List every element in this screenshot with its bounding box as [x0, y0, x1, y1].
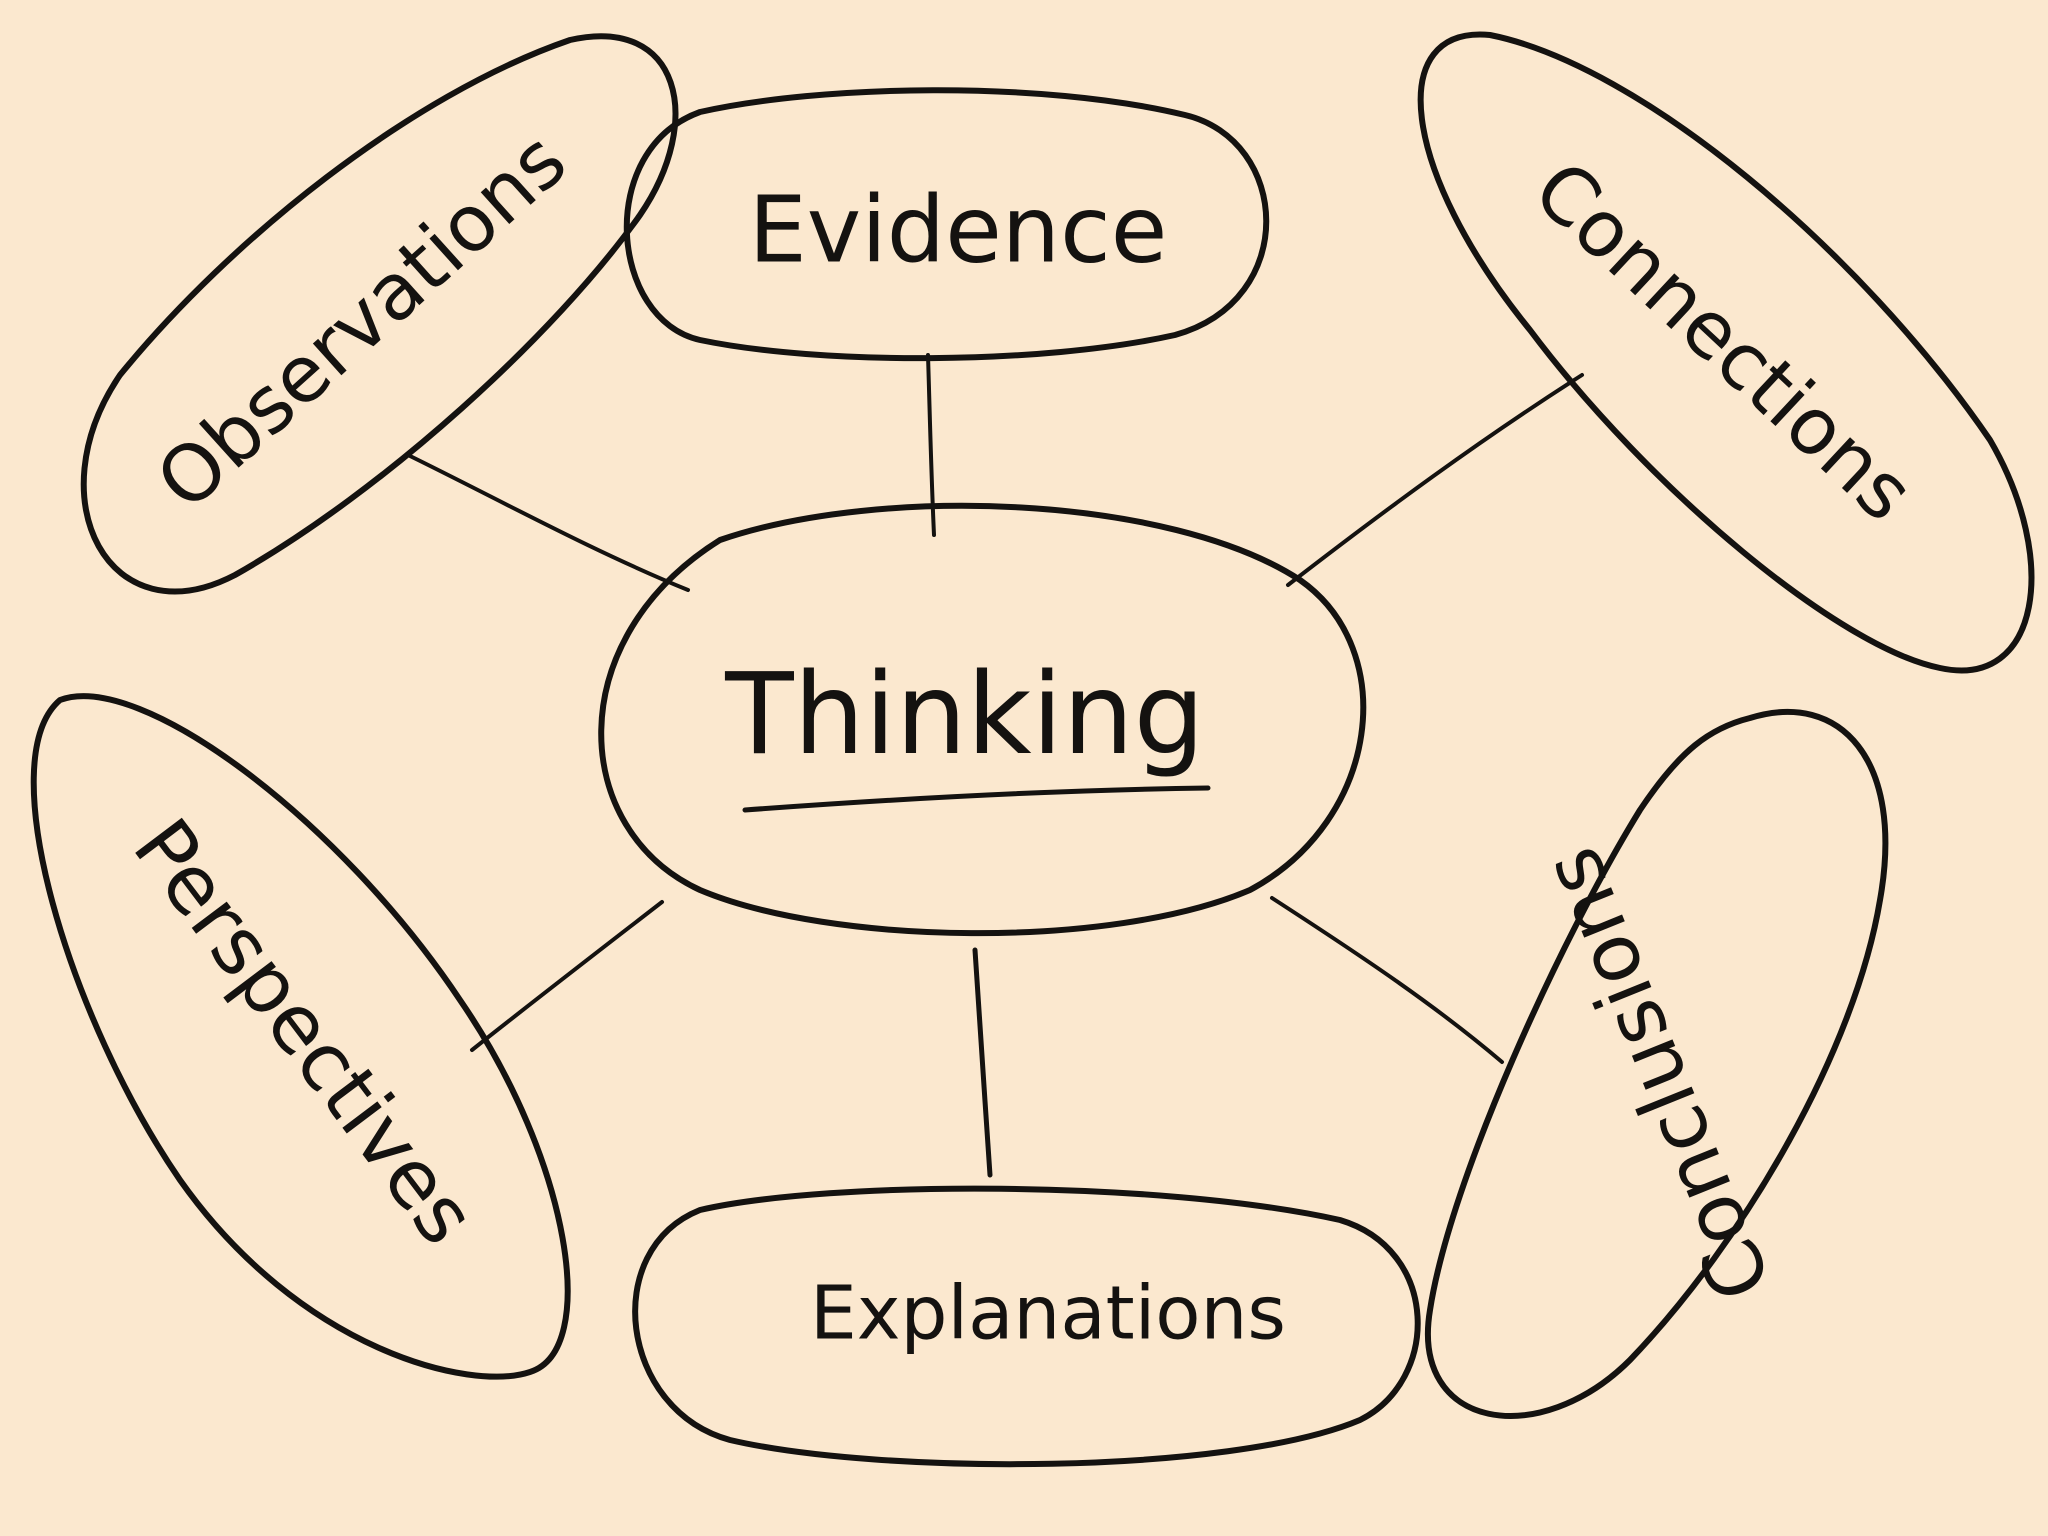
center-node-shape	[598, 502, 1367, 937]
connector-explanations	[972, 947, 993, 1178]
node-conclusions-shape	[1425, 708, 1889, 1419]
node-conclusions-label: Conclusions	[1524, 835, 1789, 1313]
node-connections-label: Connections	[1516, 144, 1930, 539]
node-observations-shape	[80, 33, 679, 595]
connector-lines	[406, 353, 1584, 1178]
connector-perspectives	[470, 900, 664, 1052]
node-observations-label: Observations	[140, 116, 583, 528]
connector-observations	[406, 453, 690, 592]
connector-connections	[1286, 373, 1584, 587]
node-explanations-shape	[632, 1185, 1421, 1468]
center-node-label: Thinking	[724, 650, 1205, 780]
node-explanations: Explanations	[632, 1185, 1421, 1468]
node-perspectives-shape	[30, 693, 571, 1380]
node-observations: Observations	[80, 33, 679, 595]
node-explanations-label: Explanations	[810, 1271, 1286, 1357]
node-connections: Connections	[1417, 31, 2035, 674]
connector-conclusions	[1270, 896, 1504, 1064]
node-conclusions: Conclusions	[1425, 708, 1889, 1419]
connector-evidence	[926, 353, 936, 537]
node-evidence-label: Evidence	[749, 176, 1168, 283]
center-node-thinking: Thinking	[598, 502, 1367, 937]
center-node-underline	[742, 785, 1211, 813]
node-perspectives-label: Perspectives	[115, 802, 493, 1261]
node-connections-shape	[1417, 31, 2035, 674]
node-evidence-shape	[623, 87, 1270, 362]
node-evidence: Evidence	[623, 87, 1270, 362]
